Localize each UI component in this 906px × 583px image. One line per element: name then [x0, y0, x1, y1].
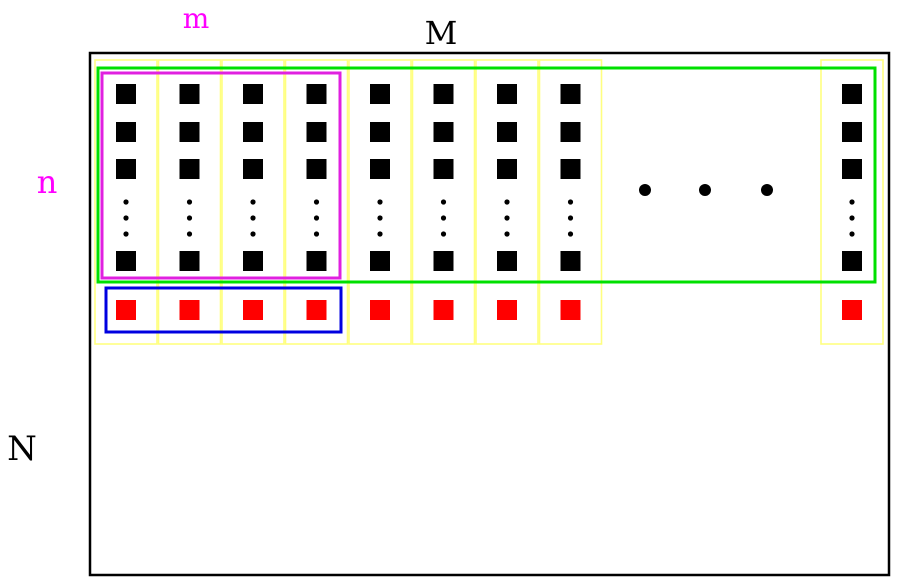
- red-square: [842, 300, 862, 320]
- label-M: M: [425, 14, 458, 52]
- black-square: [433, 251, 454, 271]
- red-square: [306, 300, 327, 320]
- red-square: [560, 300, 581, 320]
- black-square: [116, 251, 136, 271]
- column-outline: [284, 59, 349, 345]
- black-square: [433, 122, 454, 142]
- horizontal-dot: [699, 184, 711, 196]
- vertical-dot: [567, 231, 574, 237]
- red-square: [497, 300, 517, 320]
- vertical-dot: [377, 215, 383, 221]
- vertical-dot: [440, 215, 447, 221]
- vertical-dot: [313, 199, 320, 205]
- black-square: [243, 251, 263, 271]
- red-square: [179, 300, 200, 320]
- vertical-dot: [567, 199, 574, 205]
- magenta-sub-block: [100, 71, 342, 280]
- black-square: [306, 122, 327, 142]
- black-square: [116, 84, 136, 104]
- column-outline: [221, 59, 285, 345]
- black-square: [370, 159, 390, 179]
- black-square: [179, 122, 200, 142]
- vertical-dot: [849, 215, 855, 221]
- vertical-dot: [440, 199, 447, 205]
- black-square: [842, 159, 862, 179]
- black-square: [560, 251, 581, 271]
- label-n: n: [37, 163, 58, 201]
- black-square: [497, 251, 517, 271]
- black-square: [433, 84, 454, 104]
- outer-frame: [88, 51, 891, 577]
- vertical-dot: [250, 199, 256, 205]
- black-square: [179, 84, 200, 104]
- black-square: [370, 251, 390, 271]
- black-square: [179, 159, 200, 179]
- column-outline: [475, 59, 539, 345]
- black-square: [560, 84, 581, 104]
- column-outline: [94, 59, 158, 345]
- vertical-dot: [849, 199, 855, 205]
- horizontal-dot: [761, 184, 773, 196]
- horizontal-ellipsis: [639, 184, 773, 196]
- black-square: [306, 159, 327, 179]
- black-square: [497, 84, 517, 104]
- red-square: [116, 300, 136, 320]
- black-square: [116, 122, 136, 142]
- red-square: [370, 300, 390, 320]
- black-square: [116, 159, 136, 179]
- vertical-dot: [313, 231, 320, 237]
- vertical-dot: [123, 215, 129, 221]
- vertical-dot: [123, 199, 129, 205]
- vertical-dot: [186, 215, 193, 221]
- vertical-dot: [123, 231, 129, 237]
- label-N: N: [7, 429, 37, 469]
- column-outline: [348, 59, 412, 345]
- column-outline: [411, 59, 476, 345]
- black-square: [842, 251, 862, 271]
- vertical-dot: [377, 231, 383, 237]
- vertical-dot: [186, 199, 193, 205]
- columns-group: [94, 59, 884, 345]
- green-row-block: [96, 66, 877, 284]
- black-square: [370, 84, 390, 104]
- vertical-dot: [250, 231, 256, 237]
- vertical-dot: [250, 215, 256, 221]
- red-square: [433, 300, 454, 320]
- black-square: [306, 84, 327, 104]
- black-square: [842, 122, 862, 142]
- black-square: [560, 159, 581, 179]
- vertical-dot: [504, 231, 510, 237]
- red-square: [243, 300, 263, 320]
- vertical-dot: [186, 231, 193, 237]
- black-square: [497, 122, 517, 142]
- black-square: [243, 122, 263, 142]
- black-square: [370, 122, 390, 142]
- column-outline: [157, 59, 222, 345]
- vertical-dot: [313, 215, 320, 221]
- vertical-dot: [377, 199, 383, 205]
- label-m: m: [183, 2, 210, 35]
- black-square: [243, 159, 263, 179]
- vertical-dot: [504, 215, 510, 221]
- black-square: [560, 122, 581, 142]
- black-square: [497, 159, 517, 179]
- vertical-dot: [440, 231, 447, 237]
- vertical-dot: [567, 215, 574, 221]
- black-square: [179, 251, 200, 271]
- black-square: [842, 84, 862, 104]
- horizontal-dot: [639, 184, 651, 196]
- vertical-dot: [504, 199, 510, 205]
- column-outline: [820, 59, 884, 345]
- black-square: [306, 251, 327, 271]
- black-square: [433, 159, 454, 179]
- vertical-dot: [849, 231, 855, 237]
- black-square: [243, 84, 263, 104]
- blue-red-block: [104, 286, 343, 334]
- column-outline: [538, 59, 603, 345]
